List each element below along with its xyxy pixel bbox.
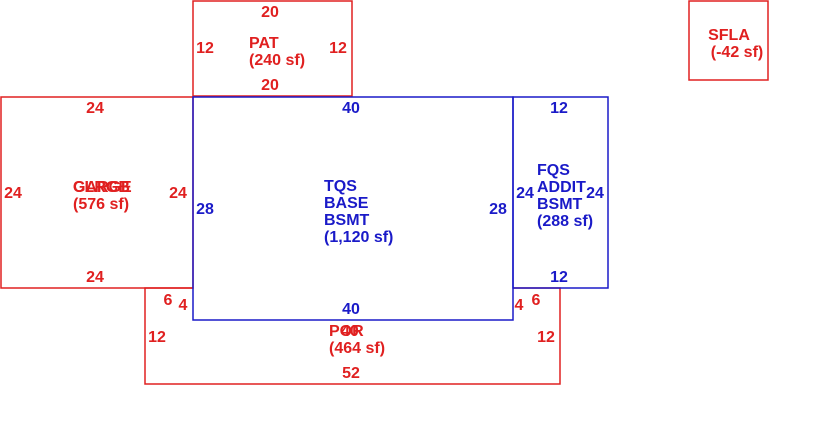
- por-dim-left-step-v: 4: [179, 297, 188, 314]
- base-line-1: TQS: [324, 178, 357, 195]
- base-dim-top: 40: [342, 100, 360, 117]
- por-dim-left-step: 6: [164, 292, 173, 309]
- garage-dim-top: 24: [86, 100, 104, 117]
- por-dim-left: 12: [148, 329, 166, 346]
- garage-dim-left: 24: [4, 185, 22, 202]
- pat-dim-left: 12: [196, 40, 214, 57]
- por-dim-right-step: 6: [532, 292, 541, 309]
- base-line-3: BSMT: [324, 212, 370, 229]
- addit-area: (288 sf): [537, 213, 593, 230]
- pat-dim-right: 12: [329, 40, 347, 57]
- garage-dim-bottom: 24: [86, 269, 104, 286]
- pat-outline: [192, 0, 353, 97]
- pat-area: (240 sf): [249, 52, 305, 69]
- sfla-name: SFLA: [708, 27, 750, 44]
- garage-name: GARGE: [73, 179, 132, 196]
- garage-overlap-label: CLRGB: [73, 179, 130, 196]
- base-dim-right: 28: [489, 201, 507, 218]
- addit-dim-right: 24: [586, 185, 604, 202]
- por-area: (464 sf): [329, 340, 385, 357]
- pat-dim-bottom: 20: [261, 77, 279, 94]
- por-dim-right: 12: [537, 329, 555, 346]
- addit-dim-bottom: 12: [550, 269, 568, 286]
- por-overlap-label: 40: [341, 323, 359, 340]
- addit-dim-top: 12: [550, 100, 568, 117]
- addit-line-2: ADDIT: [537, 179, 586, 196]
- base-area: (1,120 sf): [324, 229, 393, 246]
- base-line-2: BASE: [324, 195, 369, 212]
- sfla-outline: [688, 0, 769, 81]
- addit-dim-left: 24: [516, 185, 534, 202]
- por-dim-right-step-v: 4: [515, 297, 524, 314]
- pat-dim-top: 20: [261, 4, 279, 21]
- addit-line-3: BSMT: [537, 196, 583, 213]
- por-name: POR: [329, 323, 364, 340]
- base-dim-left: 28: [196, 201, 214, 218]
- sfla-area: (-42 sf): [711, 44, 763, 61]
- garage-dim-right: 24: [169, 185, 187, 202]
- pat-name: PAT: [249, 35, 279, 52]
- base-dim-bottom: 40: [342, 301, 360, 318]
- garage-area: (576 sf): [73, 196, 129, 213]
- addit-bsmt-outline: [512, 96, 609, 289]
- addit-line-1: FQS: [537, 162, 570, 179]
- por-dim-bottom: 52: [342, 365, 360, 382]
